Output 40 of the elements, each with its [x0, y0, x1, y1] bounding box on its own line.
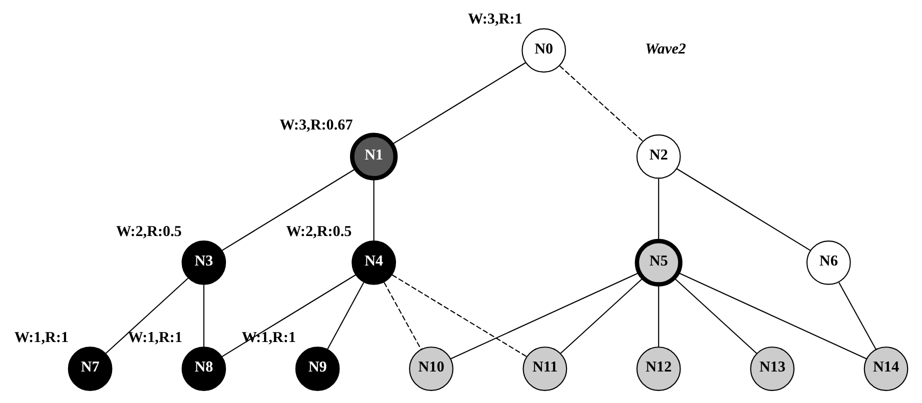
connector [674, 278, 757, 354]
node-circle: N9 [295, 346, 340, 391]
node-circle: N6 [806, 240, 851, 285]
connector [559, 66, 644, 142]
connector [105, 278, 188, 354]
connector [373, 178, 374, 241]
connector [203, 284, 204, 348]
node-circle: N2 [636, 134, 681, 179]
node-circle: N10 [409, 346, 454, 391]
connector [450, 272, 640, 360]
node-label: W:2,R:0.5 [116, 222, 182, 240]
node-circle: N14 [864, 346, 908, 391]
node-label: W:1,R:1 [128, 328, 182, 346]
node-circle: N3 [182, 240, 226, 285]
node-circle: N0 [522, 28, 566, 73]
connector [392, 274, 528, 358]
connector [222, 168, 356, 252]
connector [222, 274, 356, 358]
connector [658, 284, 660, 348]
label: Wave2 [645, 40, 686, 58]
node-circle: N5 [634, 238, 682, 286]
node-circle: N7 [68, 346, 112, 391]
node-label: W:2,R:0.5 [286, 222, 352, 240]
connector [392, 62, 526, 145]
node-circle: N11 [522, 346, 568, 391]
node-circle: N4 [352, 240, 396, 285]
node-label: W:3,R:1 [468, 10, 522, 28]
connector [327, 282, 364, 350]
node-label: W:1,R:1 [14, 328, 69, 346]
node-circle: N8 [182, 346, 226, 391]
connector [678, 272, 867, 360]
node-label: W:3,R:0.67 [280, 116, 353, 134]
connector [838, 282, 876, 350]
connector [384, 282, 422, 350]
node-circle: N1 [350, 132, 398, 180]
connector [560, 278, 644, 354]
node-circle: N13 [750, 346, 795, 391]
connector [658, 178, 660, 241]
connector [676, 168, 811, 252]
node-circle: N12 [636, 346, 681, 391]
